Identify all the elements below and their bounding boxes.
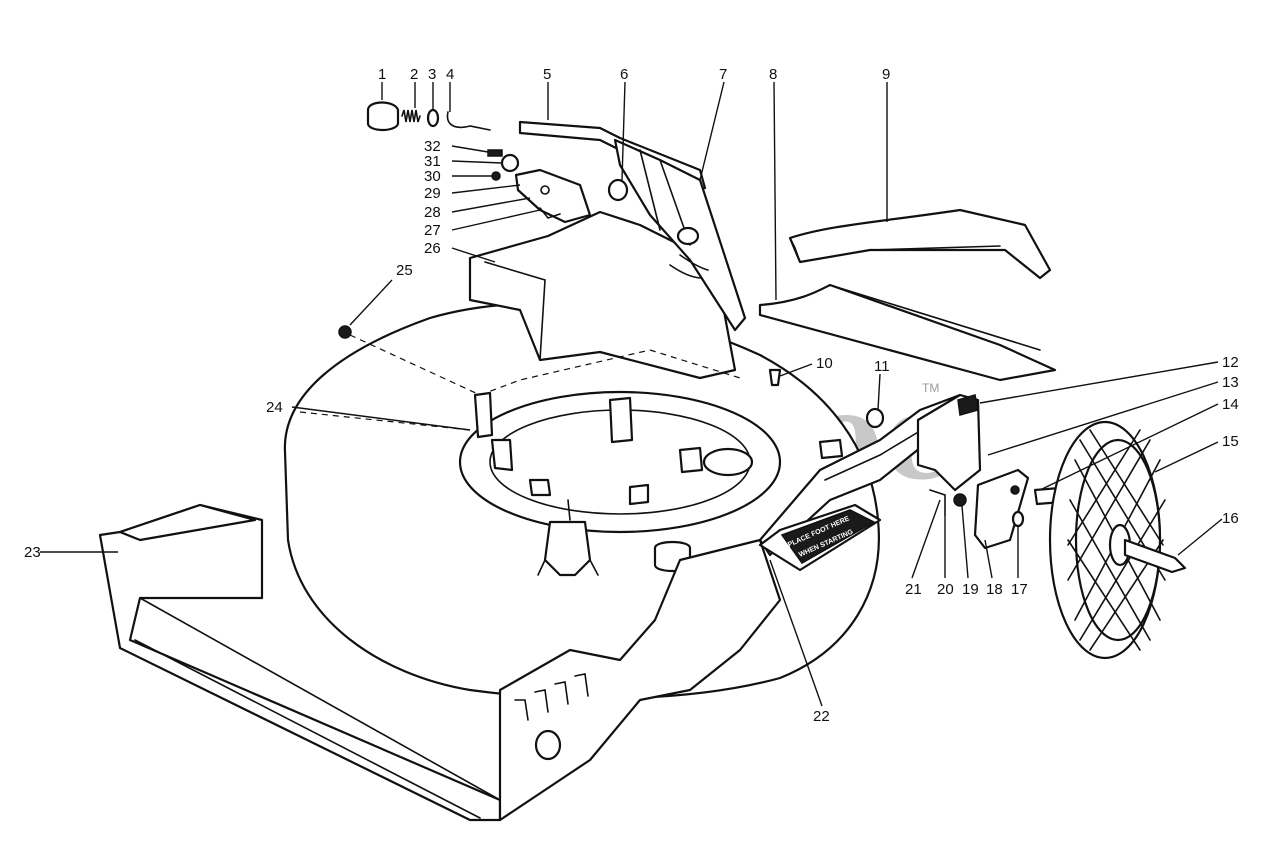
leader-lines — [40, 81, 1223, 707]
callout-12: 12 — [1222, 354, 1239, 371]
callout-26: 26 — [424, 240, 441, 257]
callout-17: 17 — [1011, 581, 1028, 598]
callout-16: 16 — [1222, 510, 1239, 527]
callout-31: 31 — [424, 153, 441, 170]
callout-14: 14 — [1222, 396, 1239, 413]
callout-13: 13 — [1222, 374, 1239, 391]
callout-27: 27 — [424, 222, 441, 239]
callout-6: 6 — [620, 66, 628, 83]
callout-23: 23 — [24, 544, 41, 561]
callout-28: 28 — [424, 204, 441, 221]
callout-2: 2 — [410, 66, 418, 83]
hinge-plate — [758, 283, 1057, 382]
callout-24: 24 — [266, 399, 283, 416]
watermark-trademark: TM — [922, 381, 939, 395]
rear-wheel — [1048, 420, 1187, 660]
callout-4: 4 — [446, 66, 454, 83]
small-parts — [338, 101, 885, 439]
callout-18: 18 — [986, 581, 1003, 598]
callout-1: 1 — [378, 66, 386, 83]
callout-10: 10 — [816, 355, 833, 372]
callout-32: 32 — [424, 138, 441, 155]
callout-29: 29 — [424, 185, 441, 202]
warning-decal: PLACE FOOT HERE WHEN STARTING — [758, 503, 882, 572]
callout-30: 30 — [424, 168, 441, 185]
callout-22: 22 — [813, 708, 830, 725]
callout-25: 25 — [396, 262, 413, 279]
height-adjuster — [916, 393, 1064, 550]
callout-19: 19 — [962, 581, 979, 598]
discharge-chute — [788, 208, 1052, 280]
callout-8: 8 — [769, 66, 777, 83]
callout-9: 9 — [882, 66, 890, 83]
assembly-lines — [299, 334, 741, 431]
callout-15: 15 — [1222, 433, 1239, 450]
callout-5: 5 — [543, 66, 551, 83]
callout-20: 20 — [937, 581, 954, 598]
callout-3: 3 — [428, 66, 436, 83]
callout-11: 11 — [874, 358, 890, 375]
callout-7: 7 — [719, 66, 727, 83]
callout-labels: 1 2 3 4 5 6 7 8 9 10 11 12 13 14 15 16 1… — [24, 66, 1239, 725]
callout-21: 21 — [905, 581, 922, 598]
handle-assembly — [518, 120, 747, 332]
